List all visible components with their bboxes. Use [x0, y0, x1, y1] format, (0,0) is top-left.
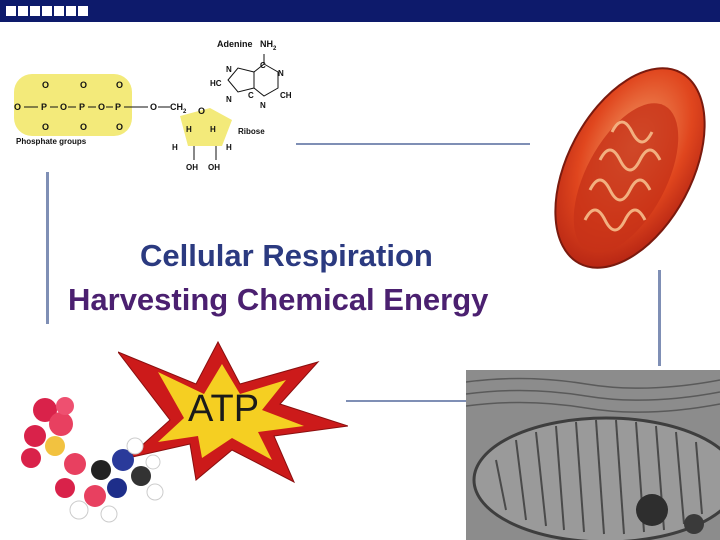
oh-group: OH	[208, 163, 220, 172]
slide-title: Cellular Respiration	[140, 238, 433, 273]
atp-molecule-model	[21, 397, 164, 523]
ch2-label: CH2	[170, 102, 187, 115]
ribose-label: Ribose	[238, 127, 265, 136]
phosphate-highlight	[14, 74, 132, 136]
o-atom: O	[116, 122, 123, 132]
n-atom: N	[226, 65, 232, 74]
h-atom: H	[172, 143, 178, 152]
n-atom: N	[226, 95, 232, 104]
o-atom: O	[14, 102, 21, 112]
c-atom: C	[248, 91, 254, 100]
atp-label: ATP	[188, 388, 260, 430]
o-atom: O	[42, 122, 49, 132]
slide-subtitle: Harvesting Chemical Energy	[68, 282, 489, 317]
divider-top-horizontal	[296, 143, 530, 145]
p-atom: P	[115, 102, 121, 112]
divider-bottom-horizontal	[346, 400, 468, 402]
h-atom: H	[226, 143, 232, 152]
o-atom: O	[150, 102, 157, 112]
o-atom: O	[198, 106, 205, 116]
adenine-label: Adenine	[217, 39, 253, 49]
o-atom: O	[80, 122, 87, 132]
divider-left-vertical	[46, 172, 49, 324]
p-atom: P	[41, 102, 47, 112]
mitochondrion-micrograph	[466, 370, 720, 540]
oh-group: OH	[186, 163, 198, 172]
top-bar-square	[54, 6, 64, 16]
divider-right-vertical	[658, 270, 661, 366]
o-atom: O	[60, 102, 67, 112]
top-bar-square	[42, 6, 52, 16]
h-atom: H	[186, 125, 192, 134]
top-bar-square	[18, 6, 28, 16]
hc-atom: HC	[210, 79, 222, 88]
ribose-highlight	[180, 108, 232, 146]
o-atom: O	[98, 102, 105, 112]
h-atom: H	[210, 125, 216, 134]
c-atom: C	[260, 61, 266, 70]
nh2-label: NH2	[260, 39, 277, 52]
ch-atom: CH	[280, 91, 292, 100]
o-atom: O	[42, 80, 49, 90]
top-bar-square	[6, 6, 16, 16]
phosphate-groups-label: Phosphate groups	[16, 137, 87, 146]
mitochondrion-illustration	[554, 67, 706, 269]
p-atom: P	[79, 102, 85, 112]
n-atom: N	[278, 69, 284, 78]
top-bar-square	[78, 6, 88, 16]
atp-structure-diagram: Adenine NH2 N C N CH HC C N N O O O O P …	[14, 39, 292, 172]
top-bar-square	[66, 6, 76, 16]
o-atom: O	[116, 80, 123, 90]
atp-starburst	[118, 340, 348, 484]
top-bar-square	[30, 6, 40, 16]
n-atom: N	[260, 101, 266, 110]
top-bar	[0, 0, 720, 22]
o-atom: O	[80, 80, 87, 90]
